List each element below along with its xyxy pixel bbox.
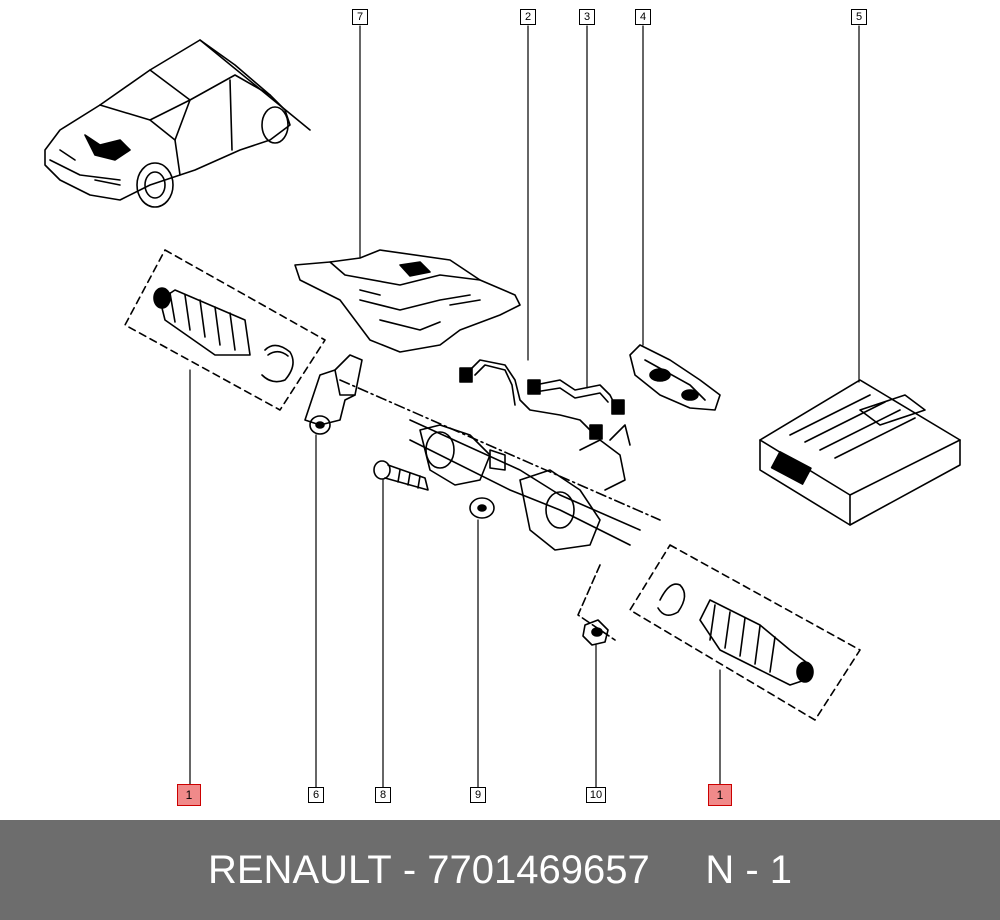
callout-10: 10 <box>586 787 606 803</box>
callout-1-right-highlighted: 1 <box>708 784 732 806</box>
footer-caption: RENAULT - 7701469657 N - 1 <box>0 820 1000 920</box>
reference-code: N - 1 <box>705 847 792 892</box>
callout-4: 4 <box>635 9 651 25</box>
boot-kit-left <box>124 249 326 411</box>
washer <box>469 497 495 519</box>
callout-8: 8 <box>375 787 391 803</box>
callout-9: 9 <box>470 787 486 803</box>
mounting-bracket <box>629 344 721 411</box>
control-unit <box>759 379 961 526</box>
brand-name: RENAULT <box>207 847 392 892</box>
pipe-a <box>459 359 603 440</box>
pipe-b <box>527 379 625 415</box>
nut <box>577 564 616 646</box>
car-illustration <box>44 39 311 208</box>
callout-5: 5 <box>851 9 867 25</box>
callout-1-left-highlighted: 1 <box>177 784 201 806</box>
caption-gap <box>650 848 706 893</box>
parts-diagram <box>44 25 961 788</box>
callout-3: 3 <box>579 9 595 25</box>
boot-kit-right <box>629 544 861 721</box>
steering-rack <box>339 379 661 551</box>
caption-separator: - <box>391 847 428 892</box>
callout-2: 2 <box>520 9 536 25</box>
cover-shield <box>294 249 521 353</box>
callout-6: 6 <box>308 787 324 803</box>
support-bracket <box>304 354 363 435</box>
bolt <box>373 460 429 491</box>
leader-lines <box>189 25 860 788</box>
footer-bar: RENAULT - 7701469657 N - 1 <box>0 820 1000 920</box>
part-number: 7701469657 <box>427 847 650 892</box>
callout-7: 7 <box>352 9 368 25</box>
